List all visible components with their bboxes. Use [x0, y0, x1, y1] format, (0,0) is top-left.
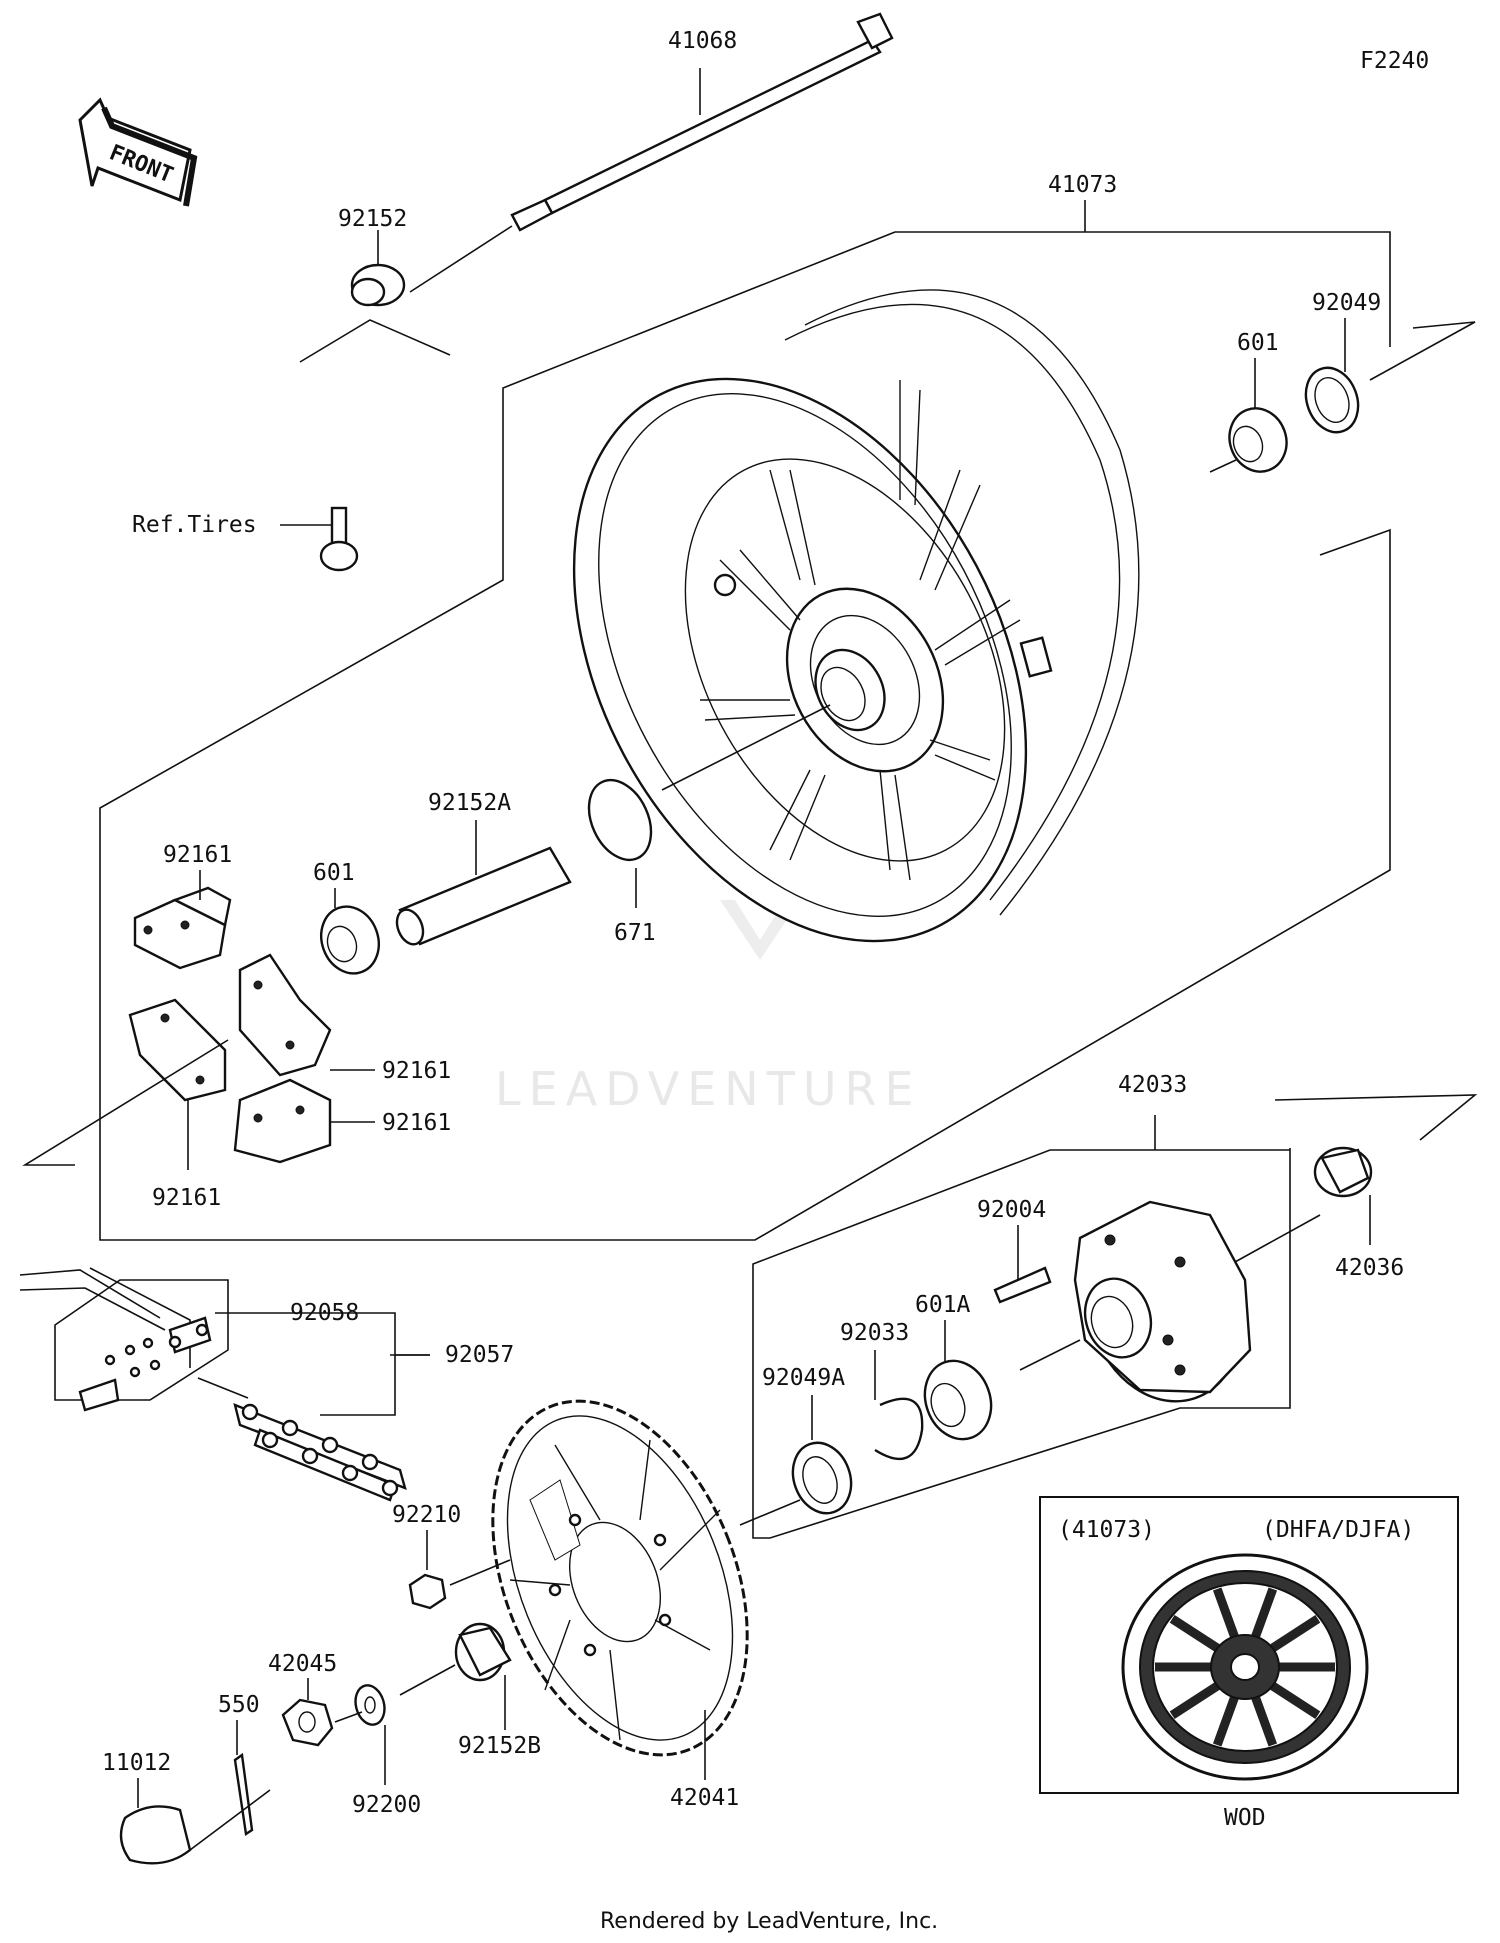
callout-92210: 92210	[392, 1502, 461, 1528]
callout-42045: 42045	[268, 1651, 337, 1677]
washer-92200	[354, 1684, 386, 1785]
callout-550: 550	[218, 1692, 260, 1718]
callout-ref-tires: Ref.Tires	[132, 512, 257, 538]
callout-92161-low: 92161	[382, 1110, 451, 1136]
callout-11012: 11012	[102, 1750, 171, 1776]
rear-wheel-41073	[572, 289, 1140, 943]
inset-spoke	[1212, 1695, 1239, 1747]
nut-92210	[408, 1530, 511, 1610]
wheel-assembly-outline	[99, 231, 1391, 1241]
callout-41068: 41068	[668, 28, 737, 54]
inset-spoke	[1212, 1587, 1239, 1639]
callout-92049A: 92049A	[762, 1365, 845, 1391]
inset-caption: WOD	[1224, 1805, 1266, 1831]
o-ring-671	[587, 778, 653, 908]
callout-42041: 42041	[670, 1785, 739, 1811]
callout-92161-bottom: 92161	[152, 1185, 221, 1211]
axle-41068	[409, 12, 894, 293]
collar-92152A	[395, 820, 572, 946]
cap-11012	[119, 1778, 192, 1865]
sprocket-hub-42033	[1019, 1200, 1321, 1403]
collar-92152B	[399, 1622, 512, 1730]
callout-92152A: 92152A	[428, 790, 511, 816]
callout-92057: 92057	[445, 1342, 514, 1368]
callout-42036: 42036	[1335, 1255, 1404, 1281]
hub-assembly-outline	[752, 1148, 1291, 1539]
inset-spoke	[1169, 1615, 1220, 1652]
collar-92152	[299, 230, 451, 363]
inset-part-ref: (41073)	[1058, 1517, 1155, 1543]
callout-92058: 92058	[290, 1300, 359, 1326]
inset-models: (DHFA/DJFA)	[1262, 1517, 1414, 1543]
stud-92004	[993, 1225, 1052, 1304]
callout-92200: 92200	[352, 1792, 421, 1818]
callout-92161-top: 92161	[163, 842, 232, 868]
callout-41073: 41073	[1048, 172, 1117, 198]
watermark-text: LEADVENTURE	[495, 1062, 922, 1116]
callout-601-left: 601	[313, 860, 355, 886]
callout-601A: 601A	[915, 1292, 971, 1318]
bearing-601-right	[1209, 358, 1288, 473]
inset-spoke	[1270, 1615, 1321, 1652]
callout-92152B: 92152B	[458, 1733, 541, 1759]
callout-671: 671	[614, 920, 656, 946]
callout-92033: 92033	[840, 1320, 909, 1346]
callout-92161-mid: 92161	[382, 1058, 451, 1084]
chain-92057	[19, 1267, 430, 1502]
diagram-code: F2240	[1360, 48, 1429, 74]
inset-spoke	[1251, 1695, 1278, 1747]
inset-spoke	[1251, 1587, 1278, 1639]
seal-92049A	[791, 1395, 853, 1515]
callout-92004: 92004	[977, 1197, 1046, 1223]
bearing-601A	[923, 1320, 993, 1441]
circlip-92033	[874, 1350, 924, 1461]
nut-42045	[281, 1678, 363, 1747]
inset-wheel	[1121, 1553, 1369, 1781]
rear-sprocket-42041	[491, 1399, 801, 1780]
callout-42033: 42033	[1118, 1072, 1187, 1098]
callout-92152: 92152	[338, 206, 407, 232]
inset-spoke	[1270, 1682, 1321, 1719]
seal-92049	[1304, 318, 1360, 434]
callout-601-right: 601	[1237, 330, 1279, 356]
variant-inset: (41073) (DHFA/DJFA) WOD	[1039, 1496, 1459, 1831]
callout-92049: 92049	[1312, 290, 1381, 316]
footer-credit: Rendered by LeadVenture, Inc.	[600, 1909, 938, 1934]
cotter-pin-550	[189, 1720, 271, 1851]
inset-spoke	[1169, 1682, 1220, 1719]
tire-valve	[280, 506, 359, 572]
bearing-601-left	[320, 888, 380, 975]
dampers-92161	[22, 870, 375, 1170]
collar-42036	[1274, 1094, 1478, 1245]
front-arrow-icon: FRONT	[78, 97, 198, 207]
